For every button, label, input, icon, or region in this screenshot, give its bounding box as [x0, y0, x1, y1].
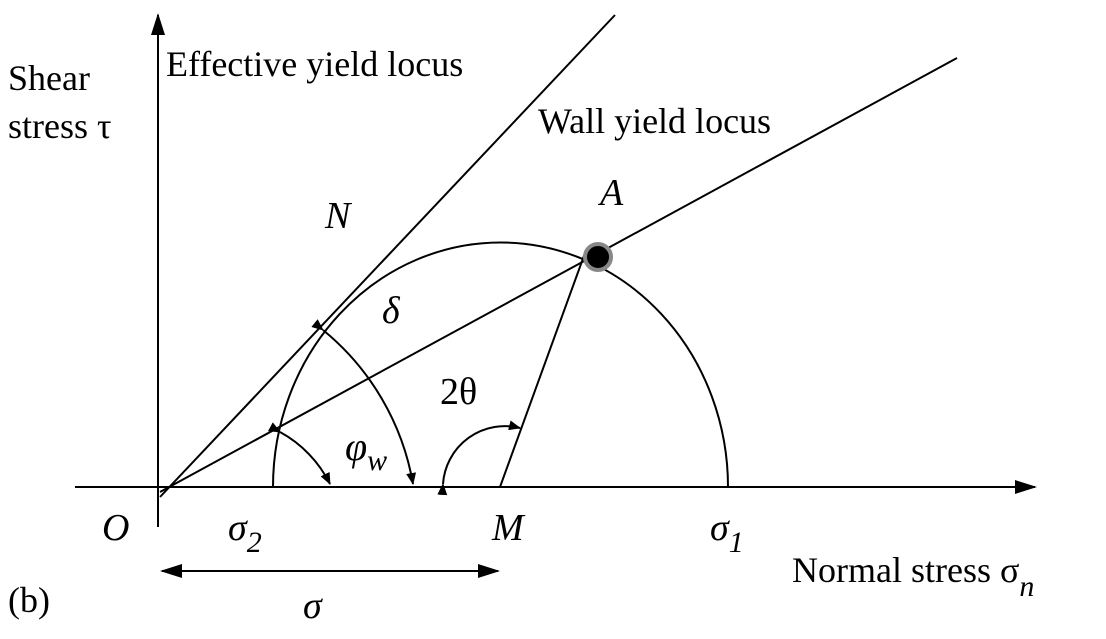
panel-label: (b): [8, 580, 50, 620]
point-A-marker: [583, 242, 613, 272]
y-axis-label-line2: stress τ: [8, 106, 111, 146]
sigma1-label: σ1: [710, 507, 744, 559]
sigma2-label: σ2: [228, 507, 262, 559]
phi-w-arc: [267, 422, 331, 485]
two-theta-label: 2θ: [440, 371, 477, 413]
y-axis-label-line1: Shear: [8, 58, 90, 98]
phi-w-label: φw: [345, 424, 387, 477]
point-M-label: M: [491, 507, 526, 549]
effective-yield-locus-line: [159, 14, 616, 498]
delta-label: δ: [382, 290, 401, 332]
x-axis-label: Normal stress σn: [792, 550, 1034, 603]
delta-arc: [311, 319, 417, 485]
origin-label: O: [102, 507, 129, 549]
wall-yield-locus-line: [159, 57, 958, 493]
effective-yield-locus-label: Effective yield locus: [166, 44, 463, 84]
two-theta-arc: [437, 420, 521, 496]
point-A-label: A: [597, 172, 624, 214]
mohr-semicircle: [272, 241, 729, 488]
sigma-span-label: σ: [303, 585, 323, 627]
wall-yield-locus-label: Wall yield locus: [538, 101, 771, 141]
radius-line-MA: [499, 252, 586, 488]
point-N-label: N: [324, 195, 353, 237]
